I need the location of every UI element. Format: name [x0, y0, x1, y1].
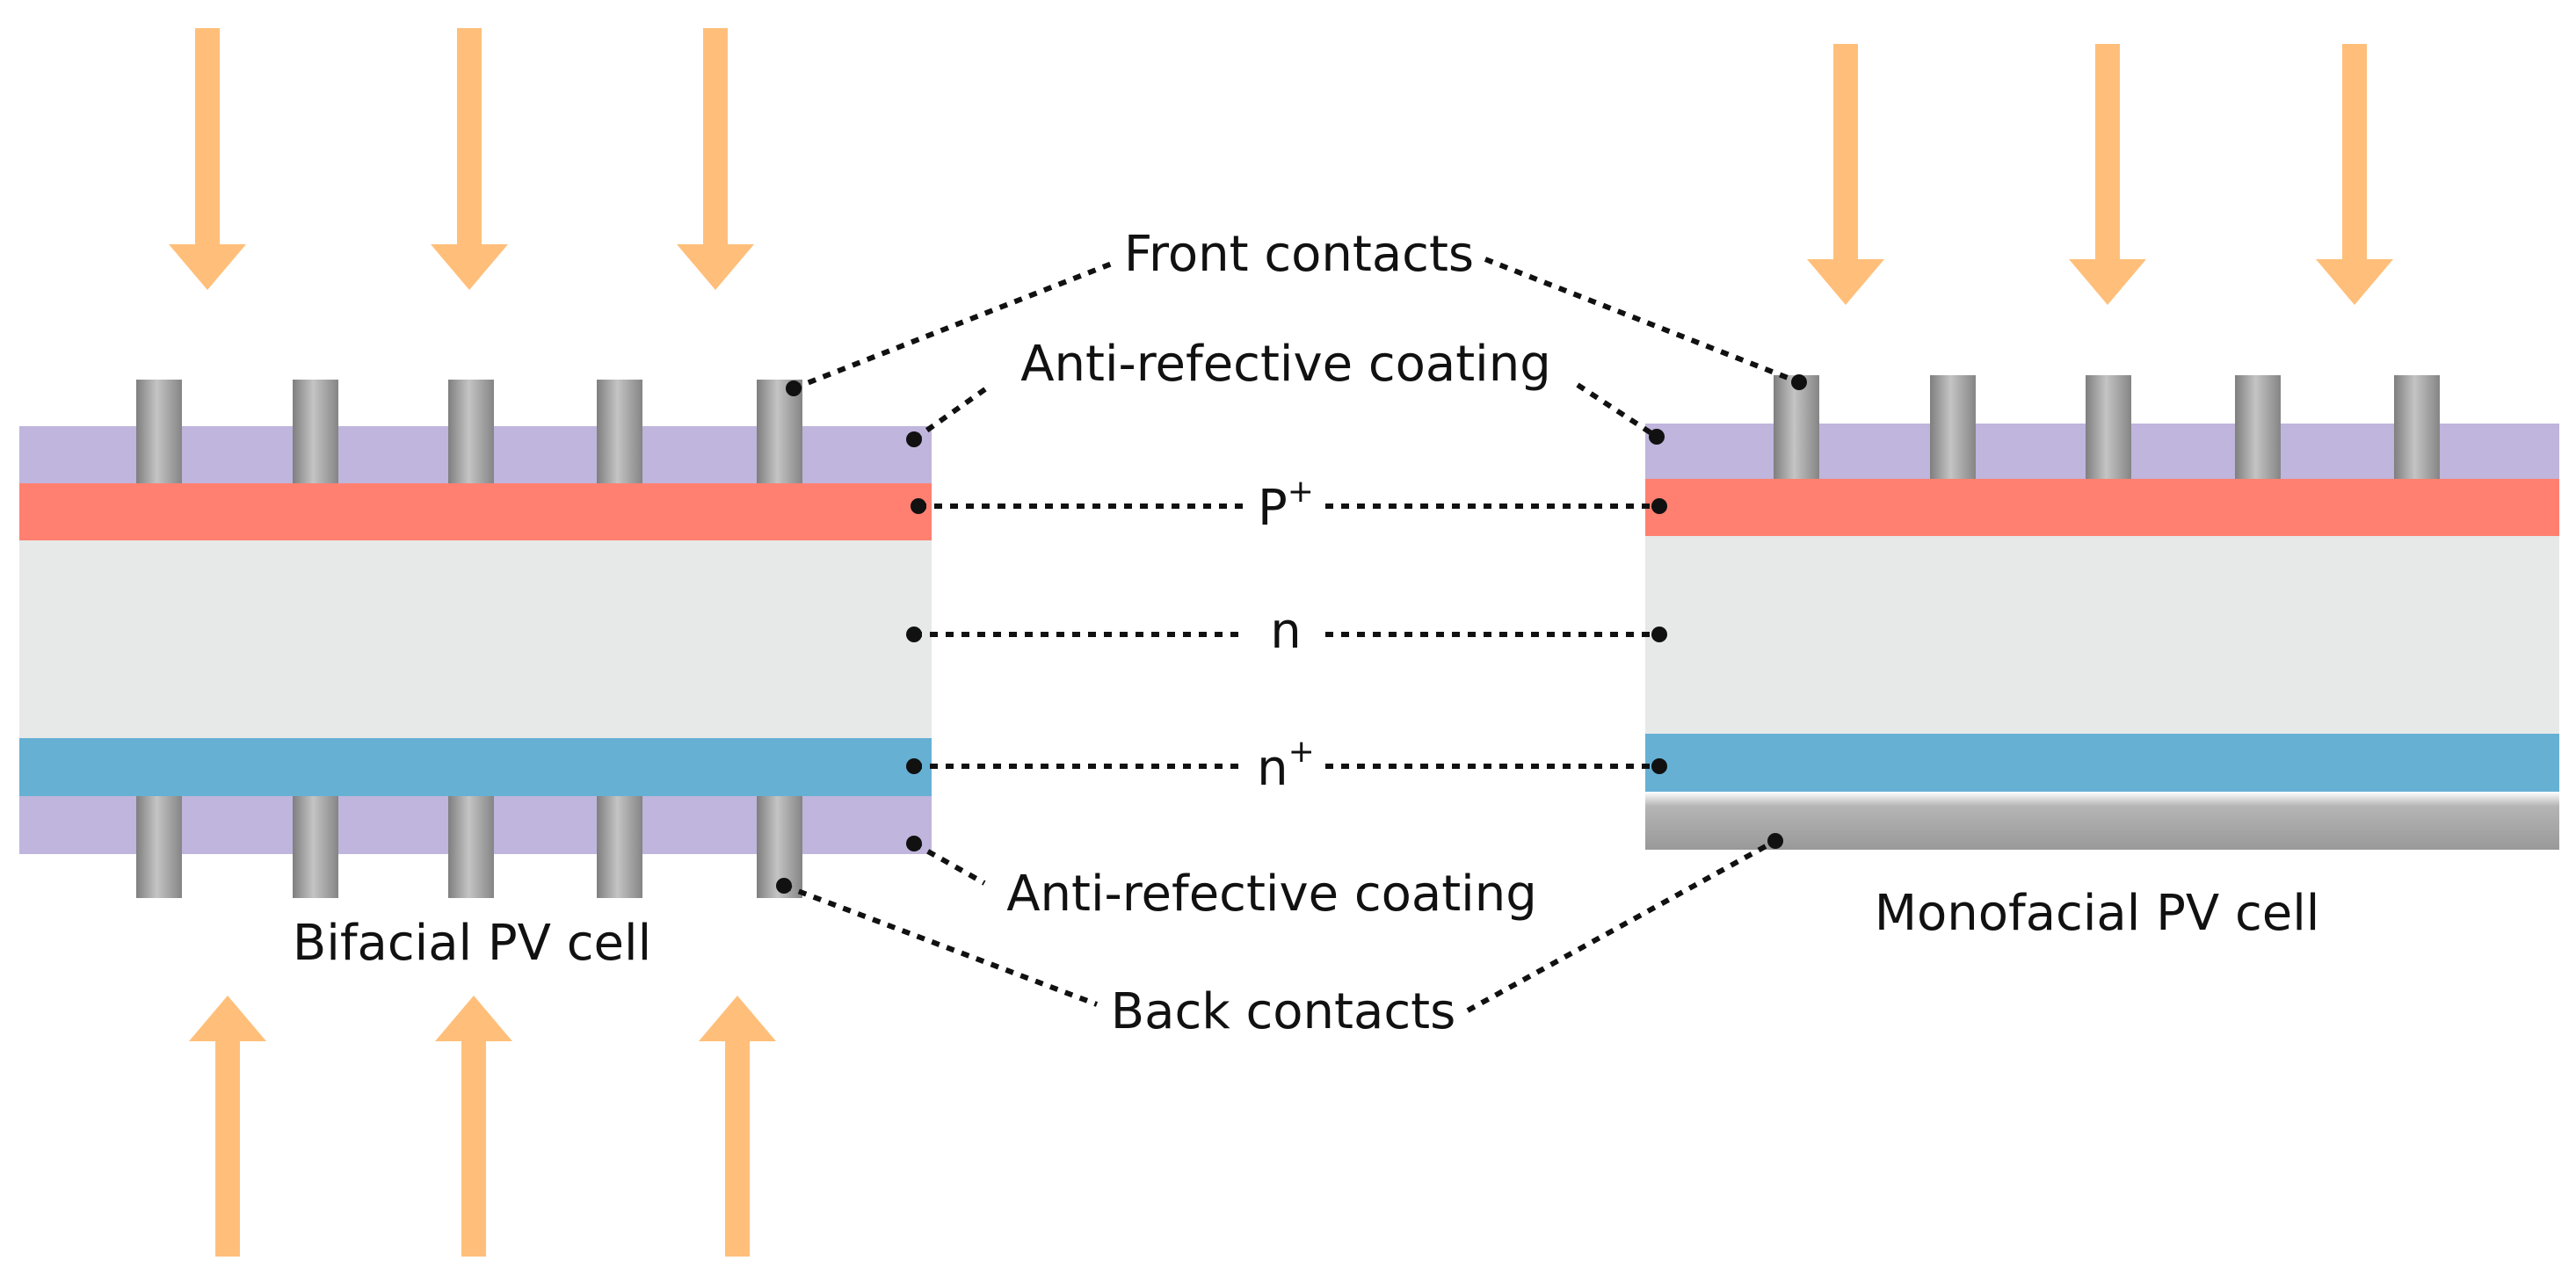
bifacial-front-light-arrows: [169, 28, 754, 290]
leader-dot: [906, 431, 922, 447]
leader-dot: [1649, 429, 1665, 445]
leader-dot: [1767, 833, 1783, 849]
leader-lines: [776, 257, 1807, 1013]
bifacial-rear-light-arrows: [189, 996, 776, 1257]
leader-dot: [906, 627, 922, 642]
monofacial-cell-label: Monofacial PV cell: [1875, 885, 2320, 942]
back-contact: [597, 796, 642, 898]
monofacial-n-plus-layer: [1645, 734, 2559, 792]
front-contact: [1774, 375, 1819, 479]
back-contact: [448, 796, 494, 898]
down-arrow-icon: [431, 28, 508, 290]
up-arrow-icon: [435, 996, 512, 1257]
p-plus-label: P+: [1258, 474, 1314, 537]
front-contact: [1930, 375, 1976, 479]
anti-reflective-coating-top-label: Anti-refective coating: [1020, 336, 1551, 393]
front-contact: [2235, 375, 2281, 479]
front-contact: [293, 380, 338, 483]
down-arrow-icon: [1807, 44, 1884, 305]
down-arrow-icon: [169, 28, 246, 290]
back-contact: [136, 796, 182, 898]
leader-dot: [1651, 498, 1667, 514]
leader-dot: [776, 878, 792, 894]
down-arrow-icon: [2069, 44, 2146, 305]
anti-reflective-coating-bottom-label: Anti-refective coating: [1006, 866, 1537, 923]
bifacial-n-layer: [19, 540, 932, 738]
front-contact: [2394, 375, 2440, 479]
monofacial-n-layer: [1645, 536, 2559, 734]
leader-dot: [1651, 627, 1667, 642]
back-contact: [293, 796, 338, 898]
front-contact: [136, 380, 182, 483]
n-label: n: [1270, 603, 1302, 660]
back-contacts-label: Back contacts: [1111, 983, 1456, 1040]
leader-dot: [1651, 758, 1667, 774]
monofacial-cell: [1645, 375, 2559, 850]
monofacial-p-plus-layer: [1645, 479, 2559, 536]
leader-dot: [1791, 374, 1807, 390]
monofacial-back-metal-layer: [1645, 792, 2559, 850]
leader-dot: [906, 758, 922, 774]
down-arrow-icon: [2316, 44, 2393, 305]
leader-dot: [786, 380, 802, 396]
monofacial-front-contacts: [1774, 375, 2440, 479]
bifacial-p-plus-layer: [19, 483, 932, 540]
front-contact: [2086, 375, 2131, 479]
bifacial-n-plus-layer: [19, 738, 932, 796]
n-plus-label: n+: [1257, 734, 1315, 797]
front-contact: [597, 380, 642, 483]
up-arrow-icon: [189, 996, 266, 1257]
down-arrow-icon: [677, 28, 754, 290]
front-contact: [448, 380, 494, 483]
monofacial-light-arrows: [1807, 44, 2393, 305]
bifacial-back-contacts: [136, 796, 802, 898]
bifacial-front-contacts: [136, 380, 802, 483]
up-arrow-icon: [699, 996, 776, 1257]
front-contacts-label: Front contacts: [1124, 226, 1474, 283]
leader-dot: [911, 498, 926, 514]
bifacial-cell-label: Bifacial PV cell: [293, 915, 651, 972]
bifacial-cell: [19, 380, 932, 898]
leader-dot: [906, 836, 922, 851]
front-contact: [757, 380, 802, 483]
